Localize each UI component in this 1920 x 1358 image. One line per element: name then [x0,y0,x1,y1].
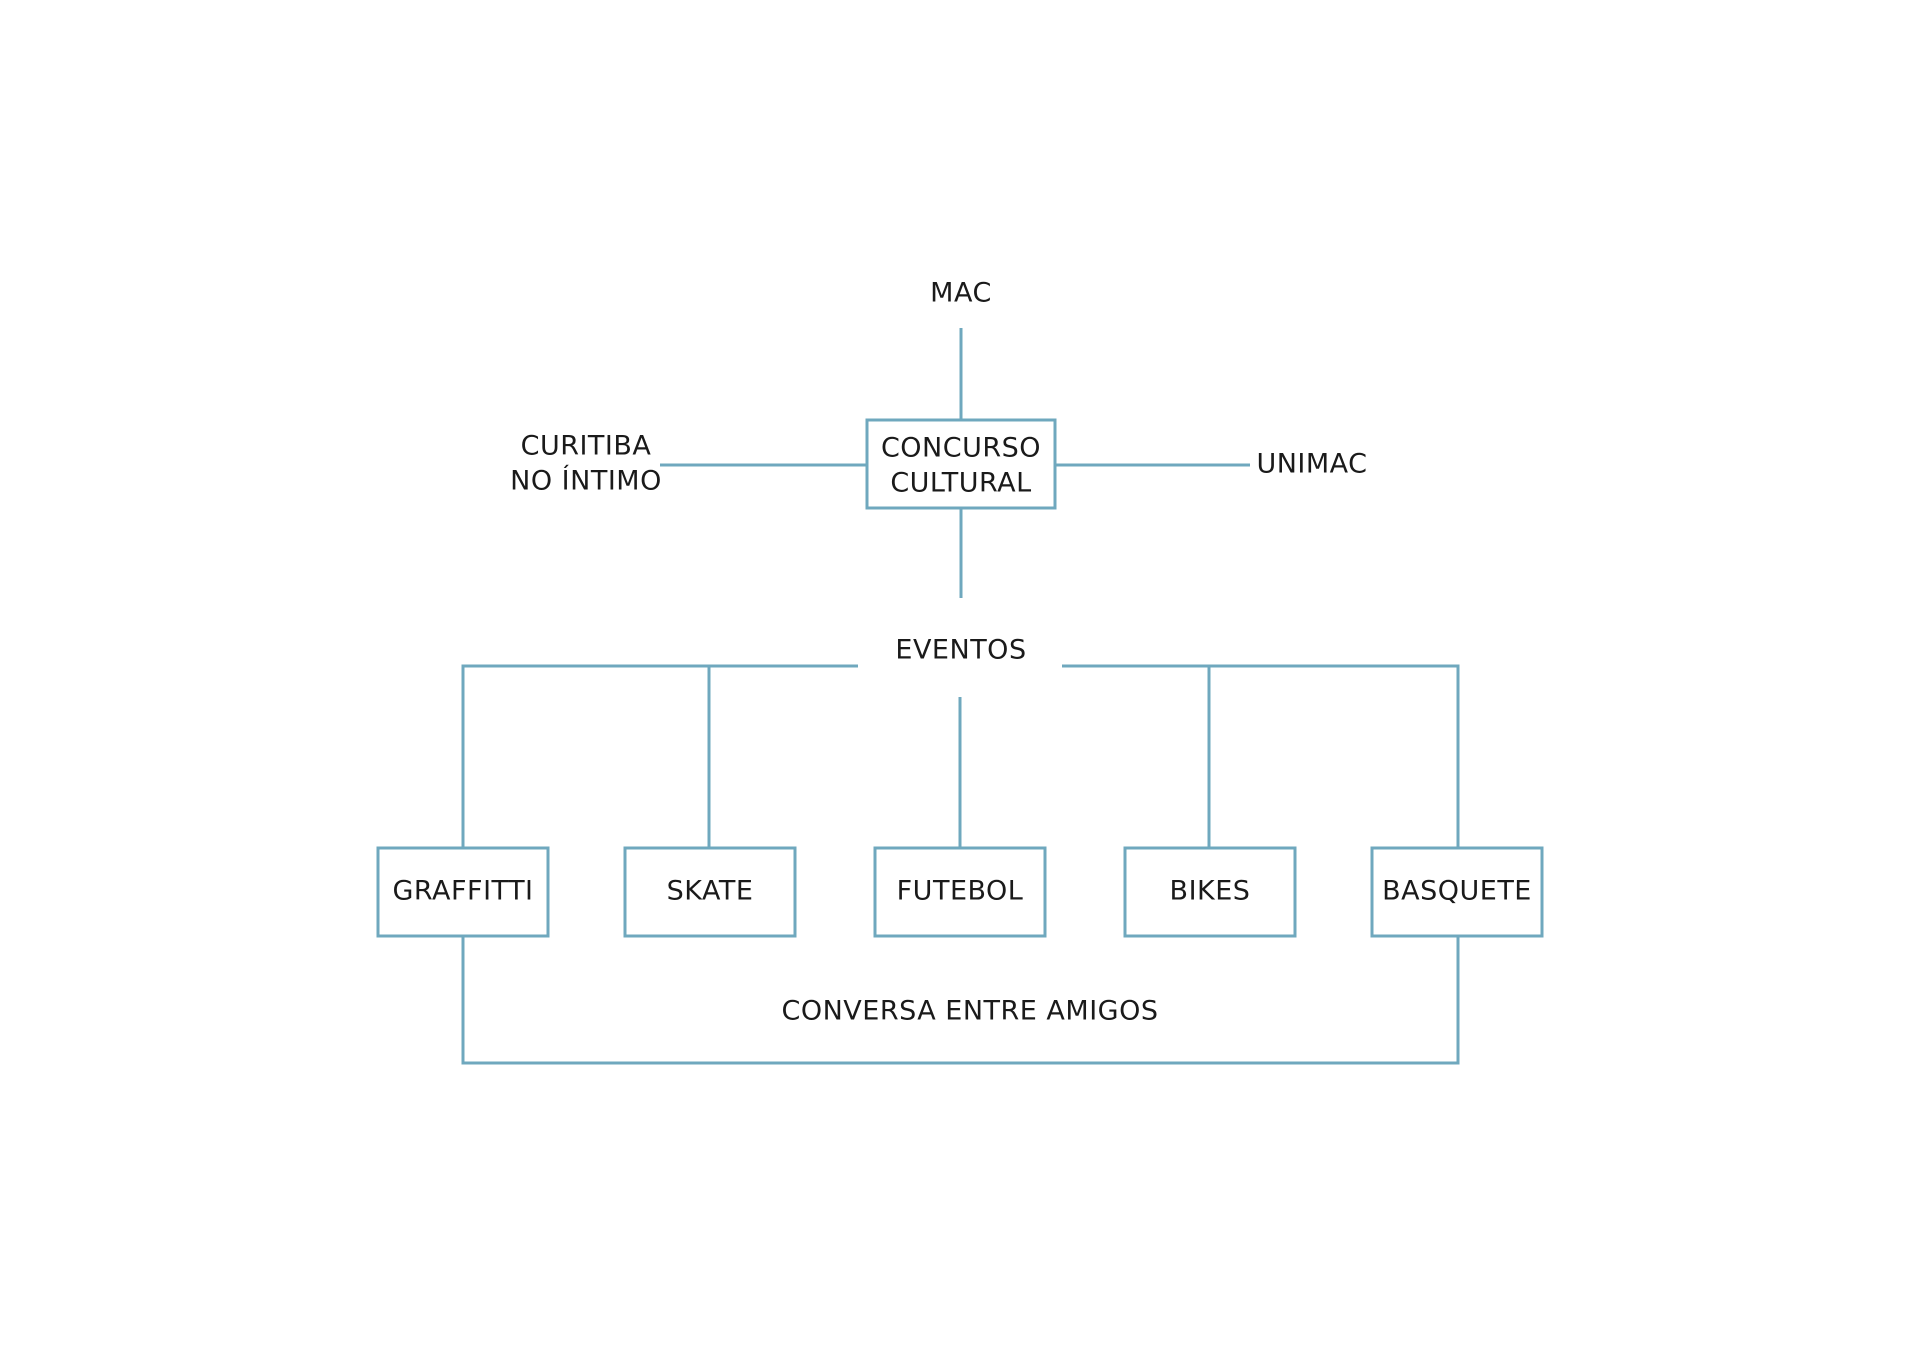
top-label: MAC [930,278,992,309]
event-label: BIKES [1170,876,1251,907]
event-label: GRAFFITTI [392,876,533,907]
event-box [376,846,550,938]
event-node-futebol: FUTEBOL [873,846,1047,938]
tree-connector-right [1062,664,1460,848]
event-node-bikes: BIKES [1123,846,1297,938]
event-label: BASQUETE [1382,876,1532,907]
event-node-basquete: BASQUETE [1370,846,1544,938]
event-label: FUTEBOL [897,876,1024,907]
left-label-line2: NO ÍNTIMO [510,465,662,497]
central-node-box [865,418,1057,510]
event-label: SKATE [667,876,754,907]
bottom-bracket-label: CONVERSA ENTRE AMIGOS [782,996,1159,1027]
events-hub-label: EVENTOS [895,635,1026,666]
event-box [623,846,797,938]
bottom-bracket-connector [461,936,1460,1065]
event-node-graffitti: GRAFFITTI [376,846,550,938]
left-label-line1: CURITIBA [521,431,652,462]
event-box [1123,846,1297,938]
right-label: UNIMAC [1256,449,1367,480]
event-box [1370,846,1544,938]
event-box [873,846,1047,938]
tree-connector-left [461,664,858,848]
event-node-skate: SKATE [623,846,797,938]
central-node-label-line2: CULTURAL [890,468,1031,499]
central-node-label-line1: CONCURSO [881,433,1041,464]
